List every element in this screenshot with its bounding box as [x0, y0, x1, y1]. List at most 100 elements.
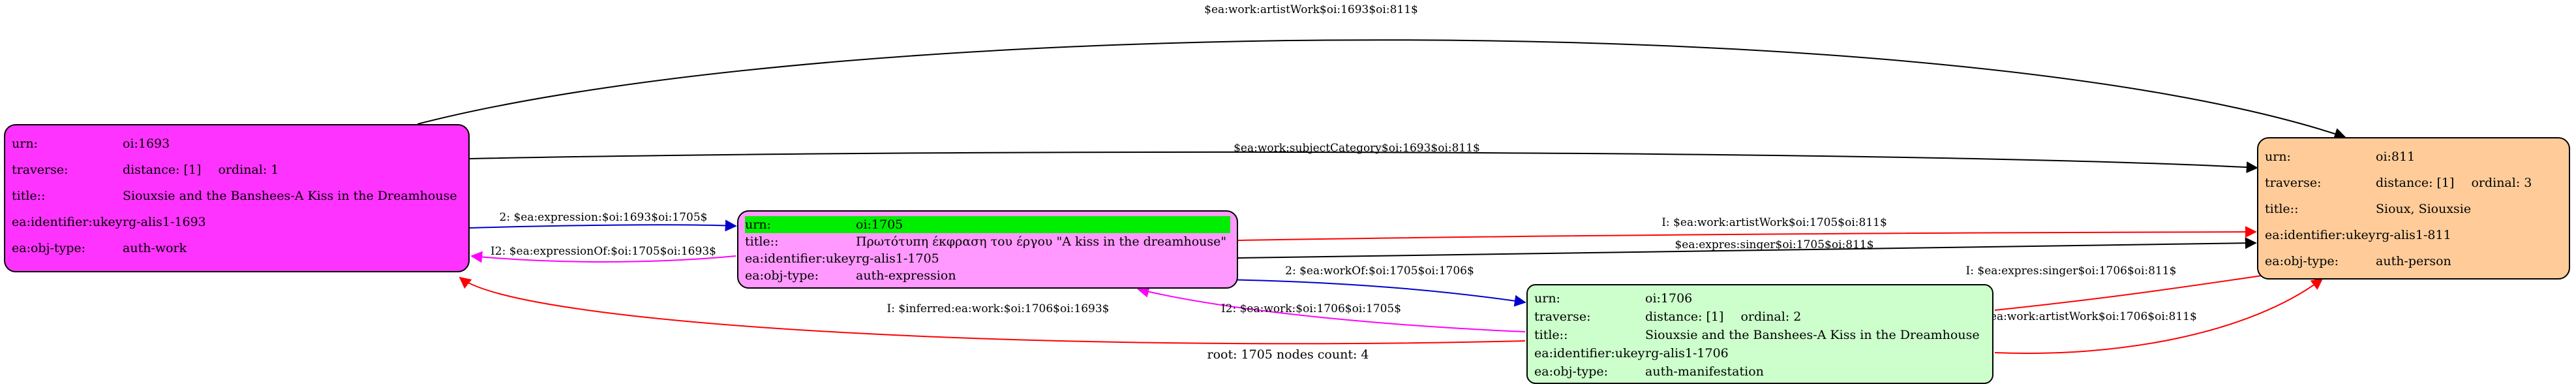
edge-e2 [469, 151, 2258, 174]
node-field-value-extra: ordinal: 1 [218, 163, 279, 177]
node-field-value: Siouxsie and the Banshees-A Kiss in the … [123, 183, 462, 209]
node-row: title::Siouxsie and the Banshees-A Kiss … [1534, 326, 1986, 344]
node-field-value-text: rg-alis1-1706 [1645, 346, 1729, 360]
node-field-value-text: distance: [1] [123, 163, 202, 177]
node-field-value-text: Sioux, Siouxsie [2376, 202, 2472, 216]
edge-label-e11: I: $ea:work:artistWork$oi:1706$oi:811$ [1971, 310, 2197, 323]
node-field-value-text: distance: [1] [1645, 310, 1724, 324]
node-field-key: traverse: [1534, 310, 1591, 324]
node-field-value-text: oi:1705 [856, 217, 903, 232]
node-field-value-text: Siouxsie and the Banshees-A Kiss in the … [123, 189, 457, 203]
node-row: ea:obj-type: auth-manifestation [1534, 362, 1986, 381]
node-field-key: title:: [745, 234, 779, 249]
node-field-value: Sioux, Siouxsie [2376, 196, 2562, 222]
node-field-key: title:: [12, 189, 46, 203]
node-row: urn: oi:811 [2265, 144, 2562, 170]
node-field-value-text: auth-person [2376, 254, 2451, 268]
node-field-value: rg-alis1-811 [2376, 222, 2562, 248]
node-field-value-text: distance: [1] [2376, 176, 2455, 190]
node-field-key: ea:identifier:ukey [745, 251, 856, 266]
node-oi-1706[interactable]: urn: oi:1706 traverse: distance: [1] ordinal… [1526, 284, 1993, 384]
node-field-key: title:: [2265, 202, 2299, 216]
node-field-key: urn: [2265, 150, 2291, 164]
edge-e5 [1237, 226, 2257, 241]
edge-e11 [1994, 278, 2324, 355]
node-field-value-text: rg-alis1-1705 [856, 251, 939, 266]
edge-label-e8: I2: $ea:work:$oi:1706$oi:1705$ [1221, 302, 1401, 315]
node-row: urn: oi:1706 [1534, 289, 1986, 308]
node-field-value: oi:1693 [123, 131, 462, 157]
edge-e10 [1994, 267, 2290, 311]
node-field-value-extra: ordinal: 2 [1740, 310, 1802, 324]
node-field-key: urn: [745, 217, 771, 232]
node-field-value-text: auth-expression [856, 268, 956, 283]
edge-label-e7: 2: $ea:workOf:$oi:1705$oi:1706$ [1285, 264, 1474, 278]
node-field-value-text: Siouxsie and the Banshees-A Kiss in the … [1645, 328, 1980, 342]
node-field-value: Πρωτότυπη έκφραση του έργου "A kiss in t… [856, 233, 1230, 250]
edge-e8 [1137, 286, 1526, 332]
edge-label-e1: $ea:work:artistWork$oi:1693$oi:811$ [1204, 3, 1418, 16]
node-field-key: ea:identifier:ukey [1534, 346, 1645, 360]
node-row: title::Siouxsie and the Banshees-A Kiss … [12, 183, 462, 209]
node-field-value: distance: [1] ordinal: 2 [1645, 308, 1986, 326]
node-field-value: oi:1705 [856, 216, 1230, 233]
edge-e6 [1237, 237, 2257, 259]
node-field-value: auth-person [2376, 248, 2562, 274]
node-row: traverse: distance: [1] ordinal: 3 [2265, 170, 2562, 196]
edge-label-e10: I: $ea:expres:singer$oi:1706$oi:811$ [1966, 264, 2177, 278]
node-field-key: urn: [12, 136, 38, 151]
node-field-value-text: rg-alis1-1693 [123, 215, 206, 229]
node-field-value: oi:1706 [1645, 289, 1986, 308]
node-field-value: rg-alis1-1693 [123, 209, 462, 235]
edge-label-e4: I2: $ea:expressionOf:$oi:1705$oi:1693$ [491, 245, 716, 258]
node-field-value: rg-alis1-1705 [856, 250, 1230, 267]
node-field-value: auth-expression [856, 267, 1230, 284]
node-row: urn: oi:1693 [12, 131, 462, 157]
node-field-value: distance: [1] ordinal: 1 [123, 157, 462, 183]
node-field-value: auth-work [123, 235, 462, 261]
node-row: ea:obj-type: auth-work [12, 235, 462, 261]
edge-layer: $ea:work:artistWork$oi:1693$oi:811$ $ea:… [417, 3, 2346, 355]
edge-label-e6: $ea:expres:singer$oi:1705$oi:811$ [1674, 238, 1873, 251]
edge-label-e9: I: $inferred:ea:work:$oi:1706$oi:1693$ [887, 302, 1110, 315]
node-field-value-text: auth-manifestation [1645, 364, 1764, 379]
node-field-key: ea:obj-type: [745, 268, 819, 283]
node-oi-811[interactable]: urn: oi:811 traverse: distance: [1] ordinal:… [2257, 137, 2570, 280]
node-field-value-extra: ordinal: 3 [2471, 176, 2532, 190]
node-field-value-text: auth-work [123, 241, 187, 255]
node-field-value: oi:811 [2376, 144, 2562, 170]
node-field-value: rg-alis1-1706 [1645, 344, 1986, 362]
node-row: title::Sioux, Siouxsie [2265, 196, 2562, 222]
edge-e7 [1219, 279, 1526, 307]
node-field-value: distance: [1] ordinal: 3 [2376, 170, 2562, 196]
node-field-key: ea:obj-type: [1534, 364, 1609, 379]
node-field-value: Siouxsie and the Banshees-A Kiss in the … [1645, 326, 1986, 344]
node-field-value-text: oi:1693 [123, 136, 170, 151]
edge-e9 [459, 276, 1526, 345]
node-field-key: traverse: [2265, 176, 2322, 190]
node-field-value-text: oi:1706 [1645, 291, 1693, 306]
node-field-key: title:: [1534, 328, 1568, 342]
node-field-key: ea:obj-type: [12, 241, 86, 255]
node-field-key: urn: [1534, 291, 1560, 306]
node-field-value-text: rg-alis1-811 [2376, 228, 2451, 242]
node-field-value-text: oi:811 [2376, 150, 2416, 164]
node-field-value: auth-manifestation [1645, 362, 1986, 381]
node-field-key: ea:identifier:ukey [12, 215, 123, 229]
node-field-key: ea:obj-type: [2265, 254, 2339, 268]
node-row: traverse: distance: [1] ordinal: 2 [1534, 308, 1986, 326]
node-row: traverse:distance: [1]ordinal: 1 [12, 157, 462, 183]
edge-e4 [470, 251, 736, 263]
node-row: urn: oi:1705 [745, 216, 1230, 233]
edge-label-e2: $ea:work:subjectCategory$oi:1693$oi:811$ [1234, 142, 1480, 155]
edge-e1 [417, 39, 2346, 140]
node-field-key: ea:identifier:ukey [2265, 228, 2376, 242]
node-row: title::Πρωτότυπη έκφραση του έργου "A ki… [745, 233, 1230, 250]
edge-label-e5: I: $ea:work:artistWork$oi:1705$oi:811$ [1661, 216, 1887, 229]
